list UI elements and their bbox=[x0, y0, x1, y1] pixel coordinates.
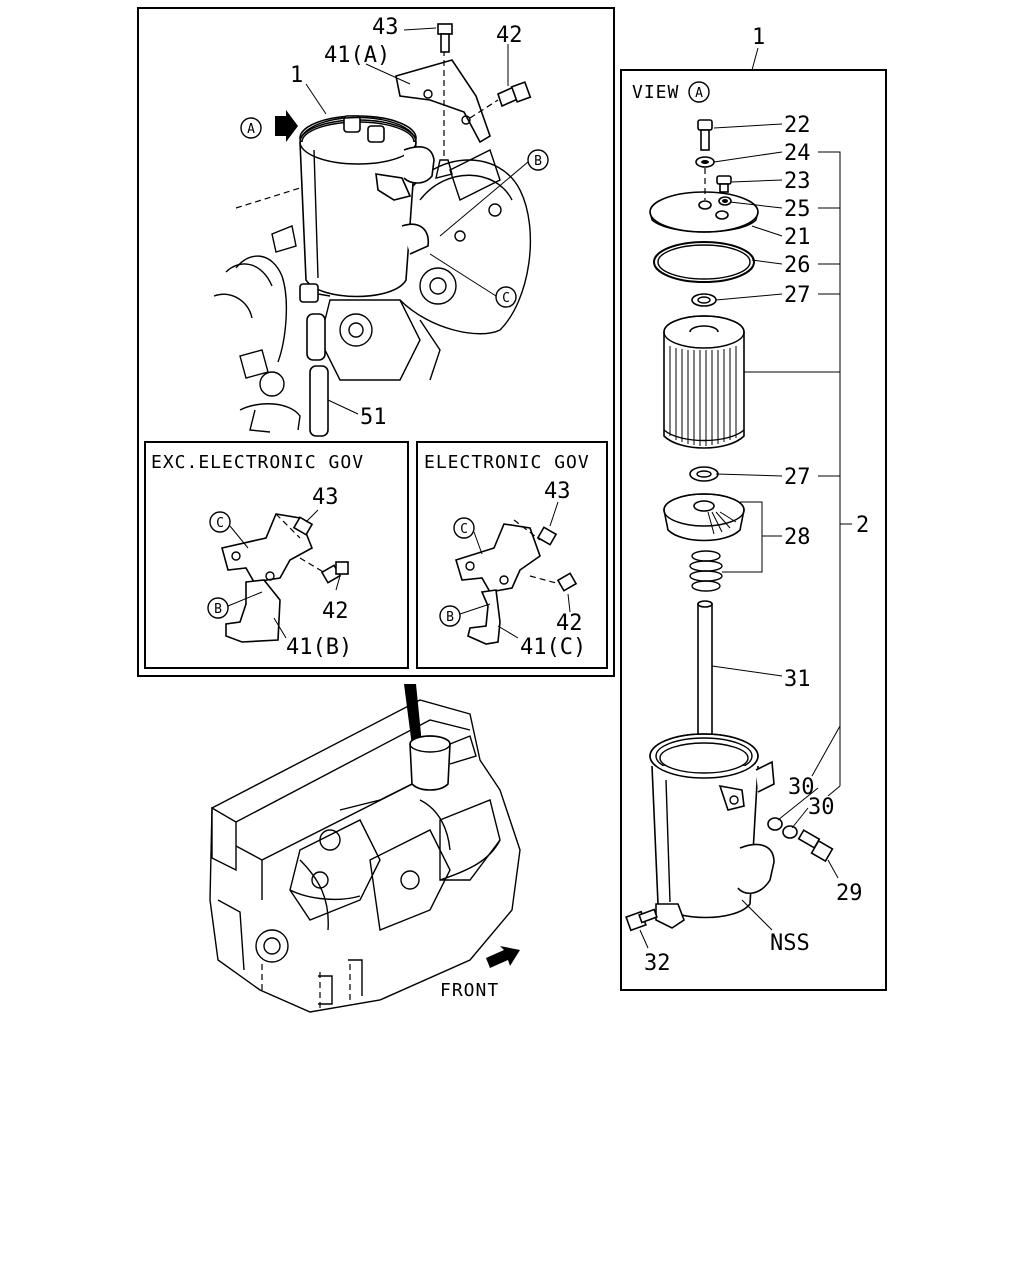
callout-43-elec: 43 bbox=[544, 479, 571, 504]
callout-30-a: 30 bbox=[788, 775, 815, 800]
electronic-gov-title: ELECTRONIC GOV bbox=[424, 452, 590, 473]
callout-25: 25 bbox=[784, 197, 811, 222]
bolt-42-elec bbox=[556, 572, 578, 592]
washer-30b bbox=[782, 825, 798, 839]
svg-text:A: A bbox=[247, 122, 255, 137]
exc-marker-c: C bbox=[209, 511, 231, 533]
svg-text:C: C bbox=[460, 522, 468, 537]
exc-electronic-gov-title: EXC.ELECTRONIC GOV bbox=[151, 452, 364, 473]
bolt-42-exc bbox=[320, 561, 349, 584]
callout-41c: 41(C) bbox=[520, 635, 586, 660]
callout-1-main: 1 bbox=[290, 63, 303, 88]
callout-27-lower: 27 bbox=[784, 465, 811, 490]
callout-28: 28 bbox=[784, 525, 811, 550]
callout-51: 51 bbox=[360, 405, 387, 430]
front-label: FRONT bbox=[440, 980, 499, 1001]
engine-overview bbox=[209, 684, 521, 1013]
svg-text:A: A bbox=[695, 86, 703, 101]
gasket-26 bbox=[653, 241, 755, 283]
callout-23: 23 bbox=[784, 169, 811, 194]
exc-electronic-gov-panel bbox=[144, 441, 409, 669]
spring-seat-28 bbox=[663, 493, 745, 542]
washer-30a bbox=[767, 817, 783, 831]
exc-marker-b: B bbox=[207, 597, 229, 619]
callout-1-view: 1 bbox=[752, 25, 765, 50]
callout-31: 31 bbox=[784, 667, 811, 692]
callout-22: 22 bbox=[784, 113, 811, 138]
callout-42: 42 bbox=[496, 23, 523, 48]
callout-43: 43 bbox=[372, 15, 399, 40]
main-view-frame bbox=[137, 7, 615, 677]
filter-case-nss bbox=[649, 733, 775, 929]
callout-43-exc: 43 bbox=[312, 485, 339, 510]
elec-marker-b: B bbox=[439, 605, 461, 627]
bracket-41a bbox=[395, 40, 491, 179]
oring-27-lower bbox=[689, 466, 719, 482]
svg-text:B: B bbox=[534, 154, 542, 169]
bracket-41c bbox=[455, 519, 561, 645]
bolt-42 bbox=[469, 81, 532, 119]
main-marker-b: B bbox=[527, 149, 549, 171]
pipe-51 bbox=[306, 313, 329, 437]
main-marker-c: C bbox=[495, 286, 517, 308]
filter-assembly-main bbox=[299, 115, 435, 303]
main-marker-a: A bbox=[240, 117, 262, 139]
view-a-frame bbox=[620, 69, 887, 991]
callout-nss: NSS bbox=[770, 931, 810, 956]
callout-42-exc: 42 bbox=[322, 599, 349, 624]
callout-41a: 41(A) bbox=[324, 43, 390, 68]
callout-26: 26 bbox=[784, 253, 811, 278]
bolt-43-elec bbox=[536, 526, 558, 546]
svg-text:B: B bbox=[214, 602, 222, 617]
callout-32: 32 bbox=[644, 951, 671, 976]
callout-27-upper: 27 bbox=[784, 283, 811, 308]
bolt-32 bbox=[625, 908, 658, 932]
bolt-43-exc bbox=[292, 516, 314, 536]
view-a-arrow bbox=[275, 110, 298, 142]
center-pipe-31 bbox=[697, 600, 713, 755]
bolt-29 bbox=[797, 829, 834, 863]
bolt-43 bbox=[437, 23, 453, 53]
plug-23 bbox=[716, 175, 732, 193]
callout-29: 29 bbox=[836, 881, 863, 906]
filter-element bbox=[663, 315, 745, 449]
engine-housing-illustration bbox=[213, 149, 532, 433]
spring-28 bbox=[689, 550, 723, 592]
cover-21 bbox=[649, 168, 759, 233]
washer-25 bbox=[722, 199, 728, 203]
callout-41b: 41(B) bbox=[286, 635, 352, 660]
callout-24: 24 bbox=[784, 141, 811, 166]
callout-30-b: 30 bbox=[808, 795, 835, 820]
callout-2: 2 bbox=[856, 513, 869, 538]
bracket-41b bbox=[221, 513, 331, 643]
front-direction-arrow bbox=[486, 946, 520, 968]
electronic-gov-panel bbox=[416, 441, 608, 669]
callout-21: 21 bbox=[784, 225, 811, 250]
svg-text:B: B bbox=[446, 610, 454, 625]
bolt-22 bbox=[697, 119, 713, 151]
svg-text:C: C bbox=[502, 291, 510, 306]
callout-42-elec: 42 bbox=[556, 611, 583, 636]
oring-27-upper bbox=[691, 293, 717, 307]
view-marker-a: A bbox=[688, 81, 710, 103]
svg-text:C: C bbox=[216, 516, 224, 531]
view-label: VIEW bbox=[632, 82, 679, 103]
washer-24 bbox=[695, 156, 715, 168]
elec-marker-c: C bbox=[453, 517, 475, 539]
